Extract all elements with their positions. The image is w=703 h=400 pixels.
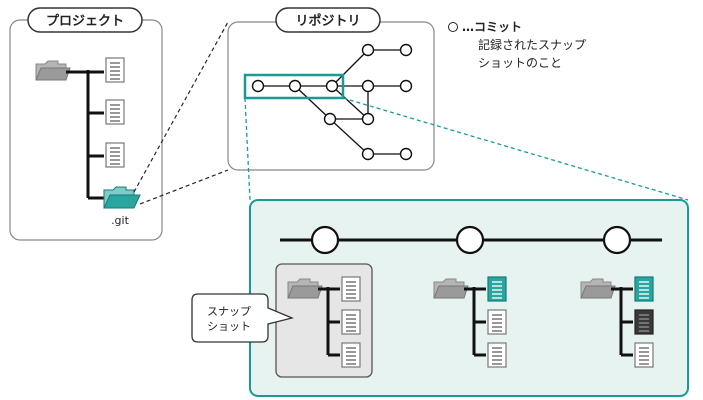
commit-circle-icon [310, 225, 340, 255]
repository-title: リポジトリ [295, 13, 360, 29]
commit-circle-icon [361, 112, 375, 126]
callout-line-1: スナップ [207, 305, 251, 318]
commit-circle-icon [251, 79, 265, 93]
commit-circle-icon [323, 112, 337, 126]
file-modified-icon [634, 276, 654, 302]
commit-circle-icon [602, 225, 632, 255]
commit-circle-icon [399, 79, 413, 93]
commit-circle-icon [399, 147, 413, 161]
zoom-connector [133, 21, 229, 193]
file-icon [105, 99, 125, 125]
snapshot-callout [191, 293, 295, 343]
commit-circle-icon [399, 43, 413, 57]
callout-line-2: ショット [207, 320, 251, 333]
snapshot-1 [287, 276, 361, 368]
file-icon [341, 309, 361, 335]
git-folder-icon [103, 186, 141, 209]
snapshot-2 [433, 276, 507, 368]
repository-box [227, 21, 435, 171]
file-icon [487, 309, 507, 335]
snapshot-3 [580, 276, 654, 368]
callout-text: スナップ ショット [192, 298, 266, 340]
file-icon [341, 342, 361, 368]
file-icon [634, 342, 654, 368]
project-title-pill [27, 7, 143, 33]
commit-circle-icon [361, 147, 375, 161]
project-tree: .git [35, 57, 141, 227]
project-box [9, 19, 163, 241]
file-icon [105, 142, 125, 168]
legend: …コミット 記録されたスナップ ショットのこと [448, 18, 586, 72]
commit-highlight [243, 73, 345, 100]
file-modified-icon [487, 276, 507, 302]
commit-graph [258, 49, 406, 155]
folder-icon [433, 278, 469, 299]
legend-line-1: 記録されたスナップ [478, 38, 587, 52]
folder-icon [580, 278, 616, 299]
git-folder-label: .git [111, 214, 130, 227]
file-icon [105, 57, 125, 83]
commit-nodes [251, 43, 413, 161]
legend-symbol: …コミット [462, 20, 523, 34]
folder-icon [35, 60, 71, 81]
commit-circle-icon [455, 225, 485, 255]
commit-circle-icon [361, 79, 375, 93]
commit-circle-icon [448, 22, 458, 32]
folder-icon [287, 278, 323, 299]
commit-circle-icon [325, 79, 339, 93]
legend-line-2: ショットのこと [478, 56, 563, 70]
project-title: プロジェクト [46, 14, 124, 29]
zoom-connector-teal [244, 97, 251, 201]
commit-circle-icon [288, 79, 302, 93]
file-icon [487, 342, 507, 368]
file-changed-icon [634, 309, 654, 335]
zoom-connector [139, 169, 229, 205]
commit-circle-icon [361, 43, 375, 57]
repository-title-pill [275, 7, 381, 33]
file-icon [341, 276, 361, 302]
zoom-connector-teal [342, 97, 689, 201]
